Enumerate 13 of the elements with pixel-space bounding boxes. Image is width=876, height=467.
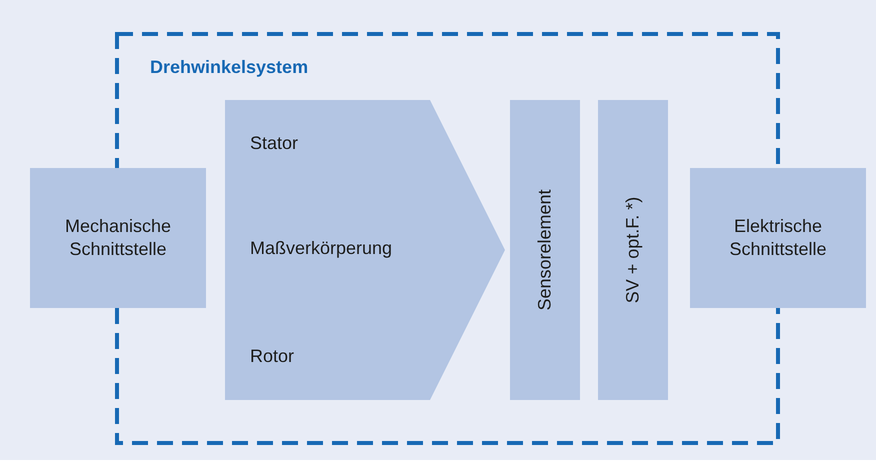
part-label: Maßverkörperung — [250, 238, 392, 259]
interface-box — [690, 168, 866, 308]
part-label: Rotor — [250, 346, 294, 367]
vertical-block — [510, 100, 580, 400]
system-title: Drehwinkelsystem — [150, 57, 308, 78]
interface-box — [30, 168, 206, 308]
box-label: Mechanische Schnittstelle — [64, 214, 172, 261]
arrow-shape — [225, 100, 505, 400]
block-label: SV + opt.F. *) — [621, 196, 644, 304]
box-label: Elektrische Schnittstelle — [728, 214, 828, 261]
part-label: Stator — [250, 133, 298, 154]
vertical-block — [598, 100, 668, 400]
block-label: Sensorelement — [533, 189, 556, 311]
